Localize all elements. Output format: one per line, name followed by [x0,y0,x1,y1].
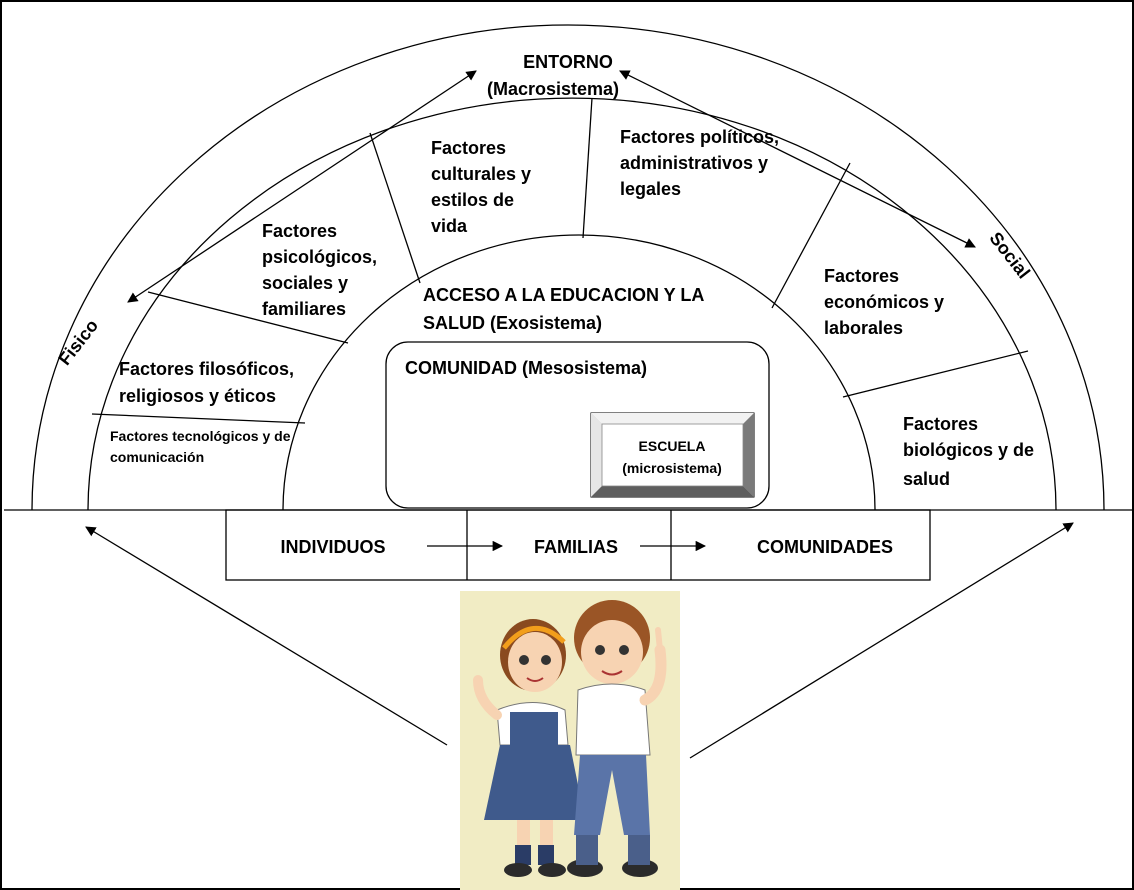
svg-text:(microsistema): (microsistema) [622,460,722,476]
svg-text:sociales y: sociales y [262,273,348,293]
svg-text:administrativos y: administrativos y [620,153,768,173]
svg-text:económicos y: económicos y [824,292,944,312]
entorno-subtitle: (Macrosistema) [487,79,619,99]
flow-table: INDIVIDUOS FAMILIAS COMUNIDADES [225,509,931,581]
svg-text:Factores: Factores [903,414,978,434]
svg-text:culturales y: culturales y [431,164,531,184]
outer-arc [31,24,1105,511]
svg-text:laborales: laborales [824,318,903,338]
flow-individuos: INDIVIDUOS [280,537,385,557]
factor-economicos: Factores económicos y laborales [824,266,944,338]
factor-biologicos: Factores biológicos y de salud [903,414,1034,489]
left-diagonal-arrow [85,526,448,746]
svg-text:estilos de: estilos de [431,190,514,210]
factor-psicologicos: Factores psicológicos, sociales y famili… [262,221,377,319]
svg-text:Factores políticos,: Factores políticos, [620,127,779,147]
fisico-entorno-arrow [127,70,477,303]
svg-text:salud: salud [903,469,950,489]
svg-text:Factores: Factores [824,266,899,286]
microsistema-box: ESCUELA (microsistema) [590,412,755,498]
factor-tecnologicos: Factores tecnológicos y de comunicación [110,428,291,465]
svg-text:ACCESO A LA EDUCACION Y LA: ACCESO A LA EDUCACION Y LA [423,285,704,305]
right-diagonal-arrow [689,522,1074,759]
svg-text:legales: legales [620,179,681,199]
svg-text:biológicos y de: biológicos y de [903,440,1034,460]
svg-text:Factores tecnológicos y de: Factores tecnológicos y de [110,428,291,444]
svg-text:Factores filosóficos,: Factores filosóficos, [119,359,294,379]
inner-arc [282,234,876,511]
flow-familias: FAMILIAS [534,537,618,557]
mesosistema-label: COMUNIDAD (Mesosistema) [405,358,647,378]
factor-culturales: Factores culturales y estilos de vida [431,138,531,236]
svg-text:vida: vida [431,216,468,236]
svg-text:ESCUELA: ESCUELA [639,438,706,454]
svg-text:Factores: Factores [431,138,506,158]
social-label: Social [986,228,1034,282]
factor-filosoficos: Factores filosóficos, religiosos y ético… [119,359,294,406]
exosistema-label: ACCESO A LA EDUCACION Y LA SALUD (Exosis… [423,285,704,333]
fisico-label: Fisico [54,316,102,369]
svg-text:Factores: Factores [262,221,337,241]
svg-text:psicológicos,: psicológicos, [262,247,377,267]
factor-politicos: Factores políticos, administrativos y le… [620,127,779,199]
svg-text:SALUD (Exosistema): SALUD (Exosistema) [423,313,602,333]
svg-text:religiosos y éticos: religiosos y éticos [119,386,276,406]
social-entorno-arrow [619,70,976,248]
middle-arc [87,97,1057,511]
svg-text:comunicación: comunicación [110,449,204,465]
school-children-illustration [460,591,680,890]
entorno-title: ENTORNO [523,52,613,72]
svg-text:familiares: familiares [262,299,346,319]
flow-comunidades: COMUNIDADES [757,537,893,557]
